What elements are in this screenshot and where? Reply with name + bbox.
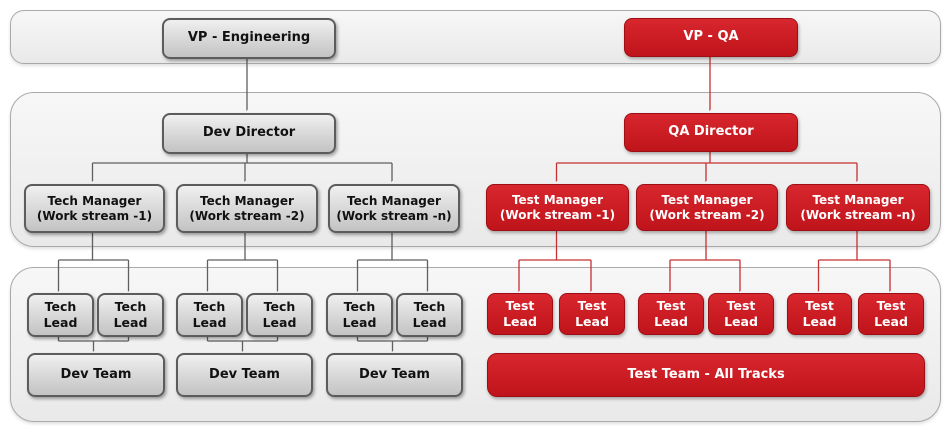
node-test-lead-4: Test Lead xyxy=(708,293,774,335)
node-test-team-all-tracks: Test Team - All Tracks xyxy=(487,353,925,397)
node-label: Tech Manager xyxy=(200,193,294,208)
node-sublabel: Lead xyxy=(412,315,447,330)
node-test-manager-n: Test Manager (Work stream -n) xyxy=(786,184,930,231)
node-label: Test Manager xyxy=(661,192,753,207)
node-label: Tech Manager xyxy=(347,193,441,208)
band-lead-team-row xyxy=(10,267,941,422)
node-label: VP - Engineering xyxy=(187,30,311,46)
node-label: Test Team - All Tracks xyxy=(627,366,785,382)
node-vp-qa: VP - QA xyxy=(624,18,798,57)
node-label: QA Director xyxy=(668,124,754,140)
node-dev-team-2: Dev Team xyxy=(176,353,313,397)
node-label: Tech Manager xyxy=(47,193,142,208)
node-tech-lead-3: Tech Lead xyxy=(176,293,243,337)
node-label: Test xyxy=(726,298,756,314)
node-sublabel: Lead xyxy=(113,315,148,330)
node-label: Tech xyxy=(193,299,226,315)
node-sublabel: Lead xyxy=(874,314,908,329)
node-sublabel: (Work stream -1) xyxy=(36,208,153,223)
node-sublabel: (Work stream -n) xyxy=(336,208,452,223)
node-sublabel: Lead xyxy=(654,314,688,329)
node-label: Tech xyxy=(114,299,147,315)
node-label: Tech xyxy=(263,299,296,315)
node-label: Test xyxy=(656,298,686,314)
node-label: Tech xyxy=(44,299,77,315)
node-test-lead-3: Test Lead xyxy=(638,293,704,335)
node-test-lead-2: Test Lead xyxy=(559,293,625,335)
node-label: Test xyxy=(577,298,607,314)
node-vp-engineering: VP - Engineering xyxy=(162,18,336,59)
node-tech-lead-2: Tech Lead xyxy=(97,293,164,337)
node-test-lead-5: Test Lead xyxy=(787,293,852,335)
node-sublabel: Lead xyxy=(342,315,377,330)
node-tech-lead-5: Tech Lead xyxy=(326,293,393,337)
node-label: Test xyxy=(505,298,535,314)
node-qa-director: QA Director xyxy=(624,113,798,152)
node-tech-manager-2: Tech Manager (Work stream -2) xyxy=(176,184,318,233)
node-sublabel: (Work stream -1) xyxy=(499,207,616,222)
node-tech-manager-n: Tech Manager (Work stream -n) xyxy=(328,184,460,233)
node-sublabel: Lead xyxy=(724,314,758,329)
node-dev-team-1: Dev Team xyxy=(27,353,165,397)
node-test-lead-6: Test Lead xyxy=(858,293,924,335)
node-label: Dev Team xyxy=(359,366,430,382)
node-tech-lead-4: Tech Lead xyxy=(246,293,313,337)
node-label: Test Manager xyxy=(511,192,604,207)
node-sublabel: Lead xyxy=(575,314,609,329)
node-label: Tech xyxy=(343,299,376,315)
node-sublabel: Lead xyxy=(802,314,837,329)
node-tech-lead-1: Tech Lead xyxy=(27,293,94,337)
node-dev-team-3: Dev Team xyxy=(326,353,463,397)
node-test-lead-1: Test Lead xyxy=(487,293,553,335)
node-label: Dev Director xyxy=(202,125,296,141)
node-label: Test xyxy=(805,298,834,314)
node-label: Tech xyxy=(413,299,446,315)
node-label: Test Manager xyxy=(812,192,904,207)
node-sublabel: Lead xyxy=(503,314,537,329)
node-tech-manager-1: Tech Manager (Work stream -1) xyxy=(24,184,165,233)
node-sublabel: (Work stream -2) xyxy=(649,207,765,222)
node-tech-lead-6: Tech Lead xyxy=(396,293,463,337)
node-test-manager-1: Test Manager (Work stream -1) xyxy=(486,184,629,231)
node-sublabel: (Work stream -2) xyxy=(189,208,305,223)
node-test-manager-2: Test Manager (Work stream -2) xyxy=(636,184,778,231)
node-sublabel: (Work stream -n) xyxy=(800,207,916,222)
node-label: Test xyxy=(876,298,906,314)
node-dev-director: Dev Director xyxy=(162,113,336,154)
band-vp-row xyxy=(10,10,941,64)
node-sublabel: Lead xyxy=(43,315,78,330)
node-label: Dev Team xyxy=(60,366,132,382)
node-label: Dev Team xyxy=(209,366,280,382)
node-label: VP - QA xyxy=(683,29,739,45)
node-sublabel: Lead xyxy=(192,315,227,330)
node-sublabel: Lead xyxy=(262,315,297,330)
